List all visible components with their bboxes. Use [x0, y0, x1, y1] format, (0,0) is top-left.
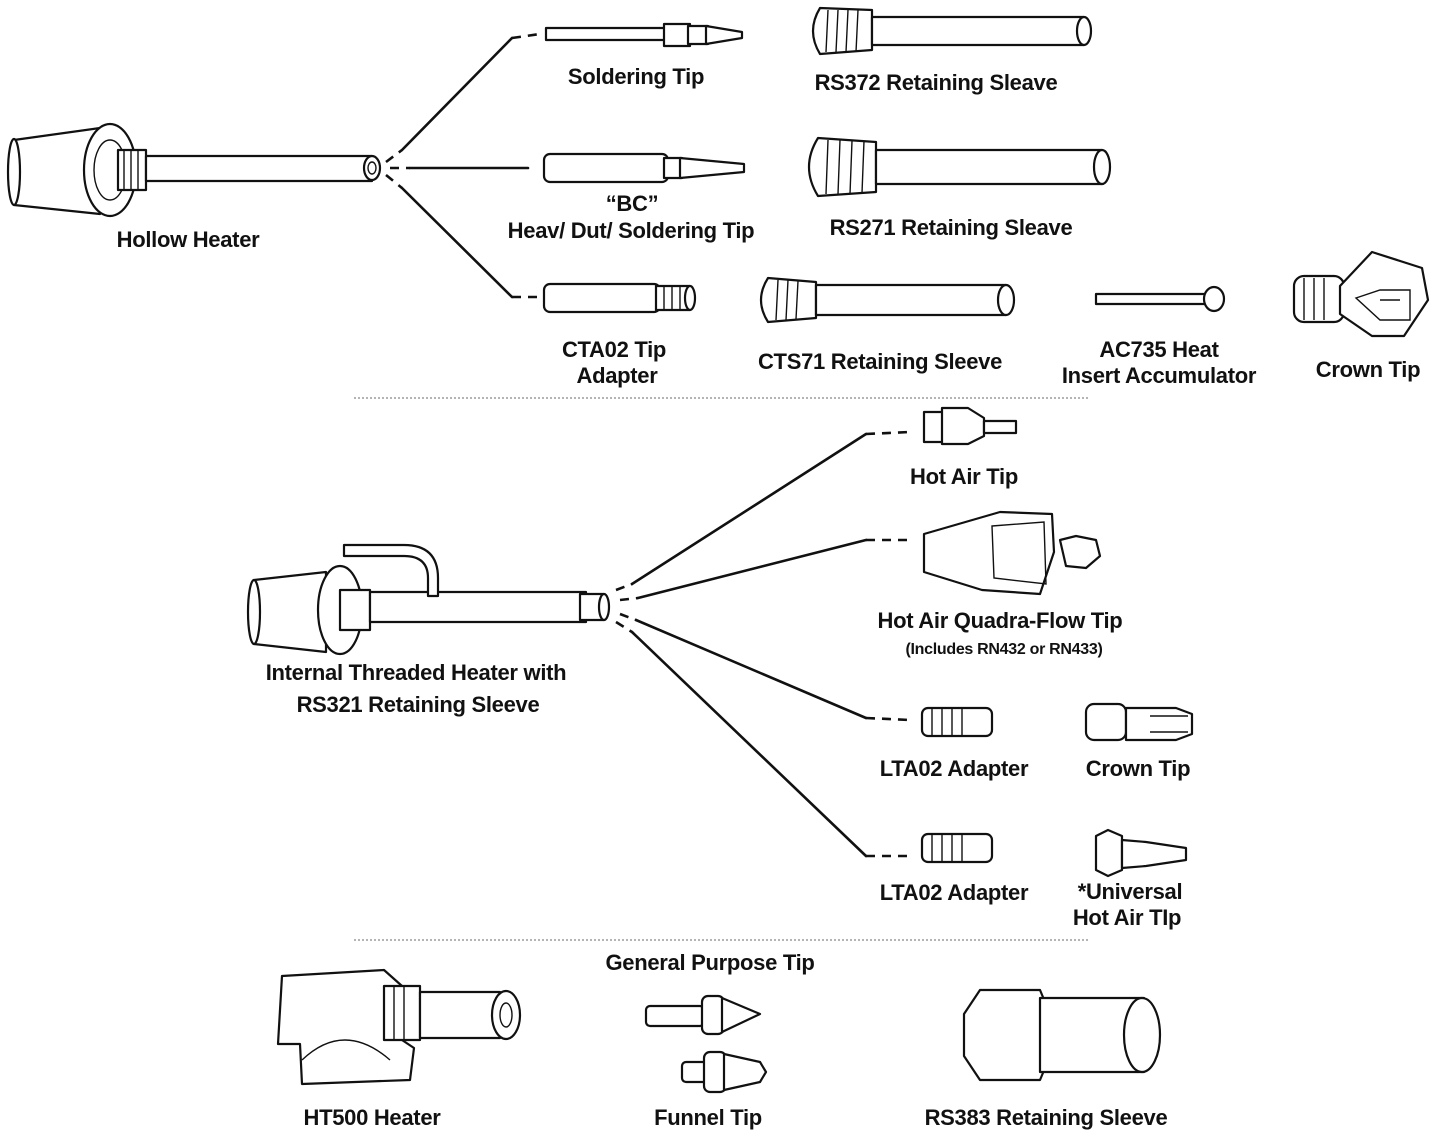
hot-air-tip-illustration [924, 408, 1016, 444]
cta02-label-line2: Adapter [576, 363, 657, 389]
ac735-accumulator-illustration [1096, 287, 1224, 311]
internal-heater-connectors [616, 432, 910, 856]
bc-tip-label-line2: Heav/ Dut/ Soldering Tip [508, 218, 755, 244]
soldering-tip-illustration [546, 24, 742, 46]
lta02-adapter-a-illustration [922, 708, 992, 736]
funnel-tip-illustration-b [682, 1052, 766, 1092]
funnel-tip-illustration-a [646, 996, 760, 1034]
lta02-adapter-a-label: LTA02 Adapter [880, 756, 1029, 782]
universal-tip-label-line1: *Universal [1078, 879, 1183, 905]
lta02-adapter-b-illustration [922, 834, 992, 862]
hot-air-tip-label: Hot Air Tip [910, 464, 1018, 490]
rs383-sleeve-illustration [964, 990, 1160, 1080]
ac735-label-line1: AC735 Heat [1099, 337, 1218, 363]
funnel-tip-label: Funnel Tip [654, 1105, 762, 1131]
general-purpose-label: General Purpose Tip [605, 950, 814, 976]
rs372-sleeve-illustration [813, 8, 1091, 54]
quadra-flow-tip-illustration [924, 512, 1100, 594]
universal-tip-label-line2: Hot Air TIp [1073, 905, 1181, 931]
universal-tip-illustration [1096, 830, 1186, 876]
hollow-heater-label: Hollow Heater [117, 227, 260, 253]
rs271-label: RS271 Retaining Sleave [830, 215, 1073, 241]
hollow-heater-connectors [386, 34, 540, 297]
soldering-tip-label: Soldering Tip [568, 64, 704, 90]
internal-heater-illustration [248, 545, 609, 654]
crown-tip-top-label: Crown Tip [1316, 357, 1420, 383]
ht500-label: HT500 Heater [303, 1105, 440, 1131]
cta02-adapter-illustration [544, 284, 695, 312]
crown-tip-mid-illustration [1086, 704, 1192, 740]
rs271-sleeve-illustration [809, 138, 1110, 196]
lta02-adapter-b-label: LTA02 Adapter [880, 880, 1029, 906]
bc-tip-label-line1: “BC” [606, 191, 659, 217]
cts71-label: CTS71 Retaining Sleeve [758, 349, 1002, 375]
ac735-label-line2: Insert Accumulator [1062, 363, 1256, 389]
rs372-label: RS372 Retaining Sleave [815, 70, 1058, 96]
cta02-label-line1: CTA02 Tip [562, 337, 666, 363]
crown-tip-top-illustration [1294, 252, 1428, 336]
quadra-flow-note: (Includes RN432 or RN433) [905, 640, 1102, 660]
crown-tip-mid-label: Crown Tip [1086, 756, 1190, 782]
internal-heater-label-line1: Internal Threaded Heater with [266, 660, 567, 686]
quadra-flow-label: Hot Air Quadra-Flow Tip [878, 608, 1123, 634]
rs383-label: RS383 Retaining Sleeve [925, 1105, 1168, 1131]
ht500-heater-illustration [278, 970, 520, 1084]
hollow-heater-illustration [8, 124, 380, 216]
internal-heater-label-line2: RS321 Retaining Sleeve [297, 692, 540, 718]
bc-tip-illustration [544, 154, 744, 182]
cts71-sleeve-illustration [761, 278, 1014, 322]
